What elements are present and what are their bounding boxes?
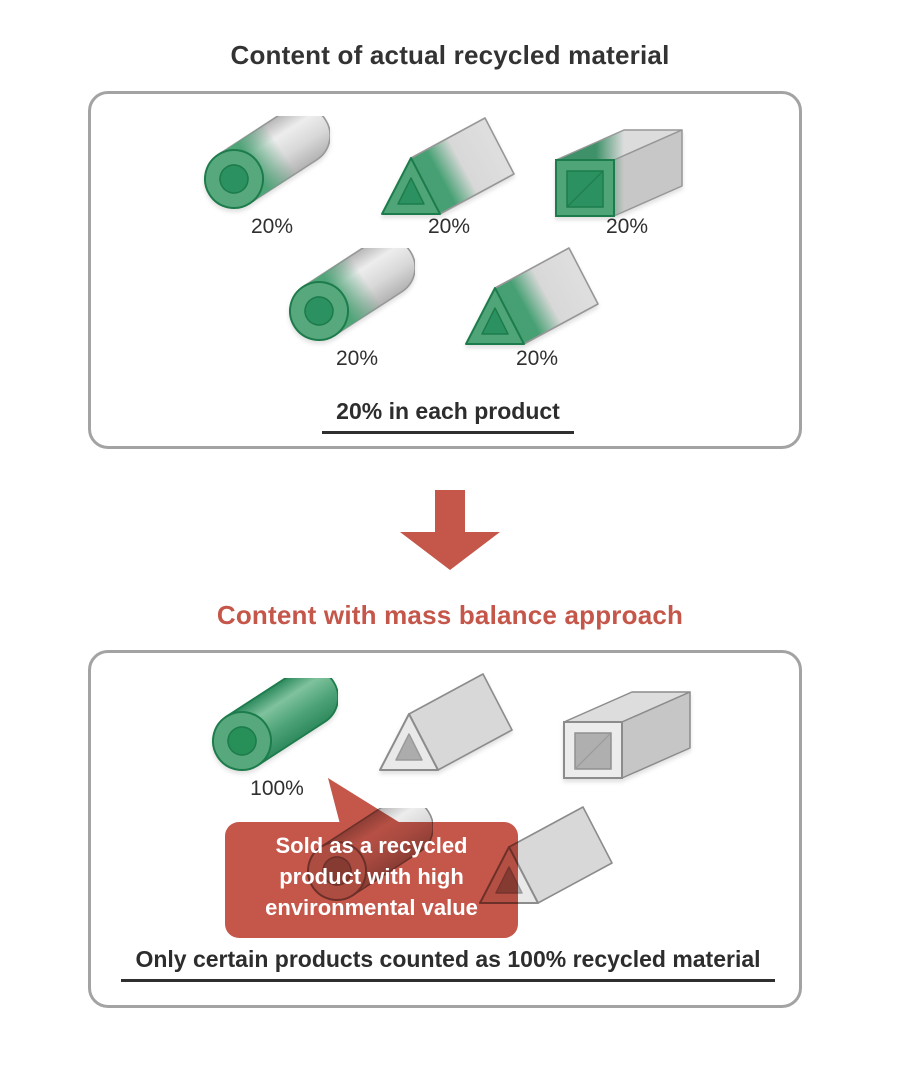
mass-balance-caption-text: Only certain products counted as 100% re… <box>121 946 775 982</box>
pct-label: 20% <box>335 347 379 370</box>
square-tube-20pct-icon <box>555 129 683 217</box>
actual-caption: 20% in each product <box>88 398 808 434</box>
pipe-cylinder-100pct-icon <box>208 678 338 778</box>
square-tube-gray-icon <box>563 691 691 779</box>
triangular-prism-gray-icon <box>379 673 513 771</box>
pct-label: 100% <box>250 777 304 800</box>
callout-line: product with high <box>279 864 464 889</box>
mass-balance-title: Content with mass balance approach <box>216 600 684 630</box>
callout-line: environmental value <box>265 895 478 920</box>
actual-caption-text: 20% in each product <box>322 398 574 434</box>
pipe-cylinder-20pct-icon <box>200 116 330 216</box>
mass-balance-caption: Only certain products counted as 100% re… <box>88 946 808 982</box>
triangular-prism-20pct-icon <box>381 117 515 215</box>
triangular-prism-20pct-icon <box>465 247 599 345</box>
pct-label: 20% <box>250 215 294 238</box>
actual-content-title: Content of actual recycled material <box>230 40 670 70</box>
pipe-cylinder-20pct-icon <box>285 248 415 348</box>
callout-line: Sold as a recycled <box>275 833 468 858</box>
pct-label: 20% <box>605 215 649 238</box>
pct-label: 20% <box>515 347 559 370</box>
pct-label: 20% <box>427 215 471 238</box>
callout-text: Sold as a recycled product with high env… <box>225 830 518 938</box>
down-arrow-icon <box>400 490 500 570</box>
